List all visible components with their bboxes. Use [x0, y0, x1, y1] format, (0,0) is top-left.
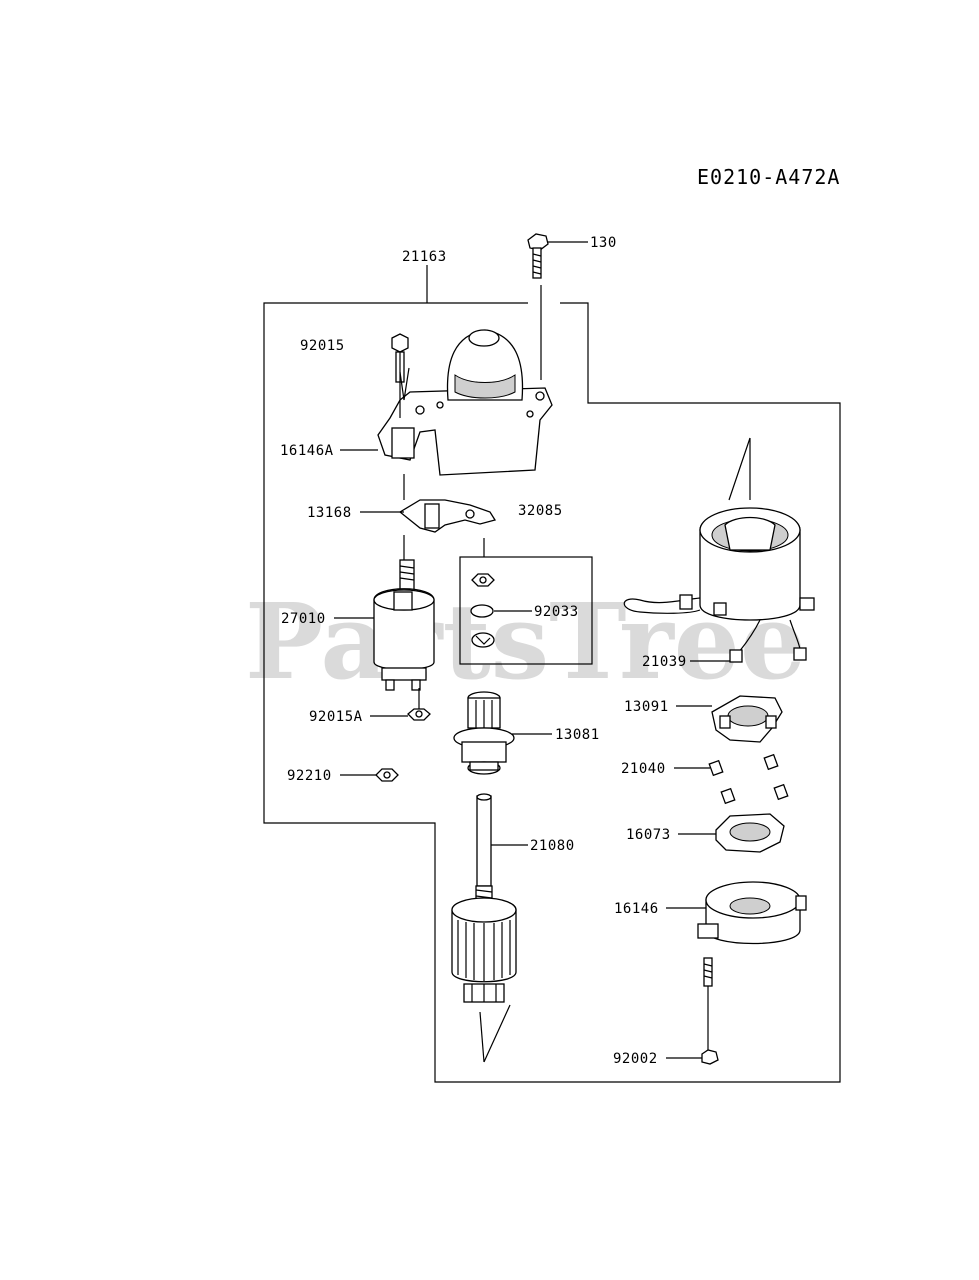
solenoid-27010[interactable]	[373, 559, 435, 691]
armature-leader-b	[483, 1004, 511, 1063]
callout-16073[interactable]: 16073	[626, 827, 671, 843]
pinion-13081[interactable]	[453, 691, 515, 775]
callout-27010[interactable]: 27010	[281, 611, 326, 627]
yoke-leader-a	[728, 437, 751, 501]
callout-21040[interactable]: 21040	[621, 761, 666, 777]
bolt-92002[interactable]	[701, 957, 719, 1065]
callout-21039[interactable]: 21039	[642, 654, 687, 670]
leader-92015-b	[399, 371, 405, 401]
callout-32085[interactable]: 32085	[518, 503, 563, 519]
brush-holder-13091[interactable]	[711, 695, 783, 743]
callout-92033[interactable]: 92033	[534, 604, 579, 620]
diagram-code: E0210-A472A	[697, 165, 840, 189]
nut-92210[interactable]	[375, 768, 399, 782]
callout-92210[interactable]: 92210	[287, 768, 332, 784]
assembly-outline	[263, 302, 841, 1083]
kit-32085-washers[interactable]	[470, 573, 495, 648]
lever-13168[interactable]	[398, 499, 497, 533]
leader-92015-a	[403, 367, 410, 401]
springs-21040[interactable]	[708, 753, 789, 805]
kit-32085-box	[459, 556, 593, 665]
callout-16146[interactable]: 16146	[614, 901, 659, 917]
plate-16073[interactable]	[715, 813, 785, 853]
callout-21080[interactable]: 21080	[530, 838, 575, 854]
yoke-21039[interactable]	[623, 507, 815, 663]
callout-130[interactable]: 130	[590, 235, 617, 251]
callout-21163[interactable]: 21163	[402, 249, 447, 265]
armature-21080[interactable]	[451, 793, 517, 1003]
callout-92015[interactable]: 92015	[300, 338, 345, 354]
callout-92015A[interactable]: 92015A	[309, 709, 363, 725]
nut-92015A[interactable]	[407, 708, 431, 721]
callout-13081[interactable]: 13081	[555, 727, 600, 743]
bolt-130[interactable]	[527, 233, 549, 279]
end-cover-16146[interactable]	[697, 881, 807, 945]
armature-leader-a	[479, 1011, 485, 1063]
callout-13168[interactable]: 13168	[307, 505, 352, 521]
callout-13091[interactable]: 13091	[624, 699, 669, 715]
callout-16146A[interactable]: 16146A	[280, 443, 334, 459]
starter-housing[interactable]	[377, 329, 553, 476]
callout-92002[interactable]: 92002	[613, 1051, 658, 1067]
